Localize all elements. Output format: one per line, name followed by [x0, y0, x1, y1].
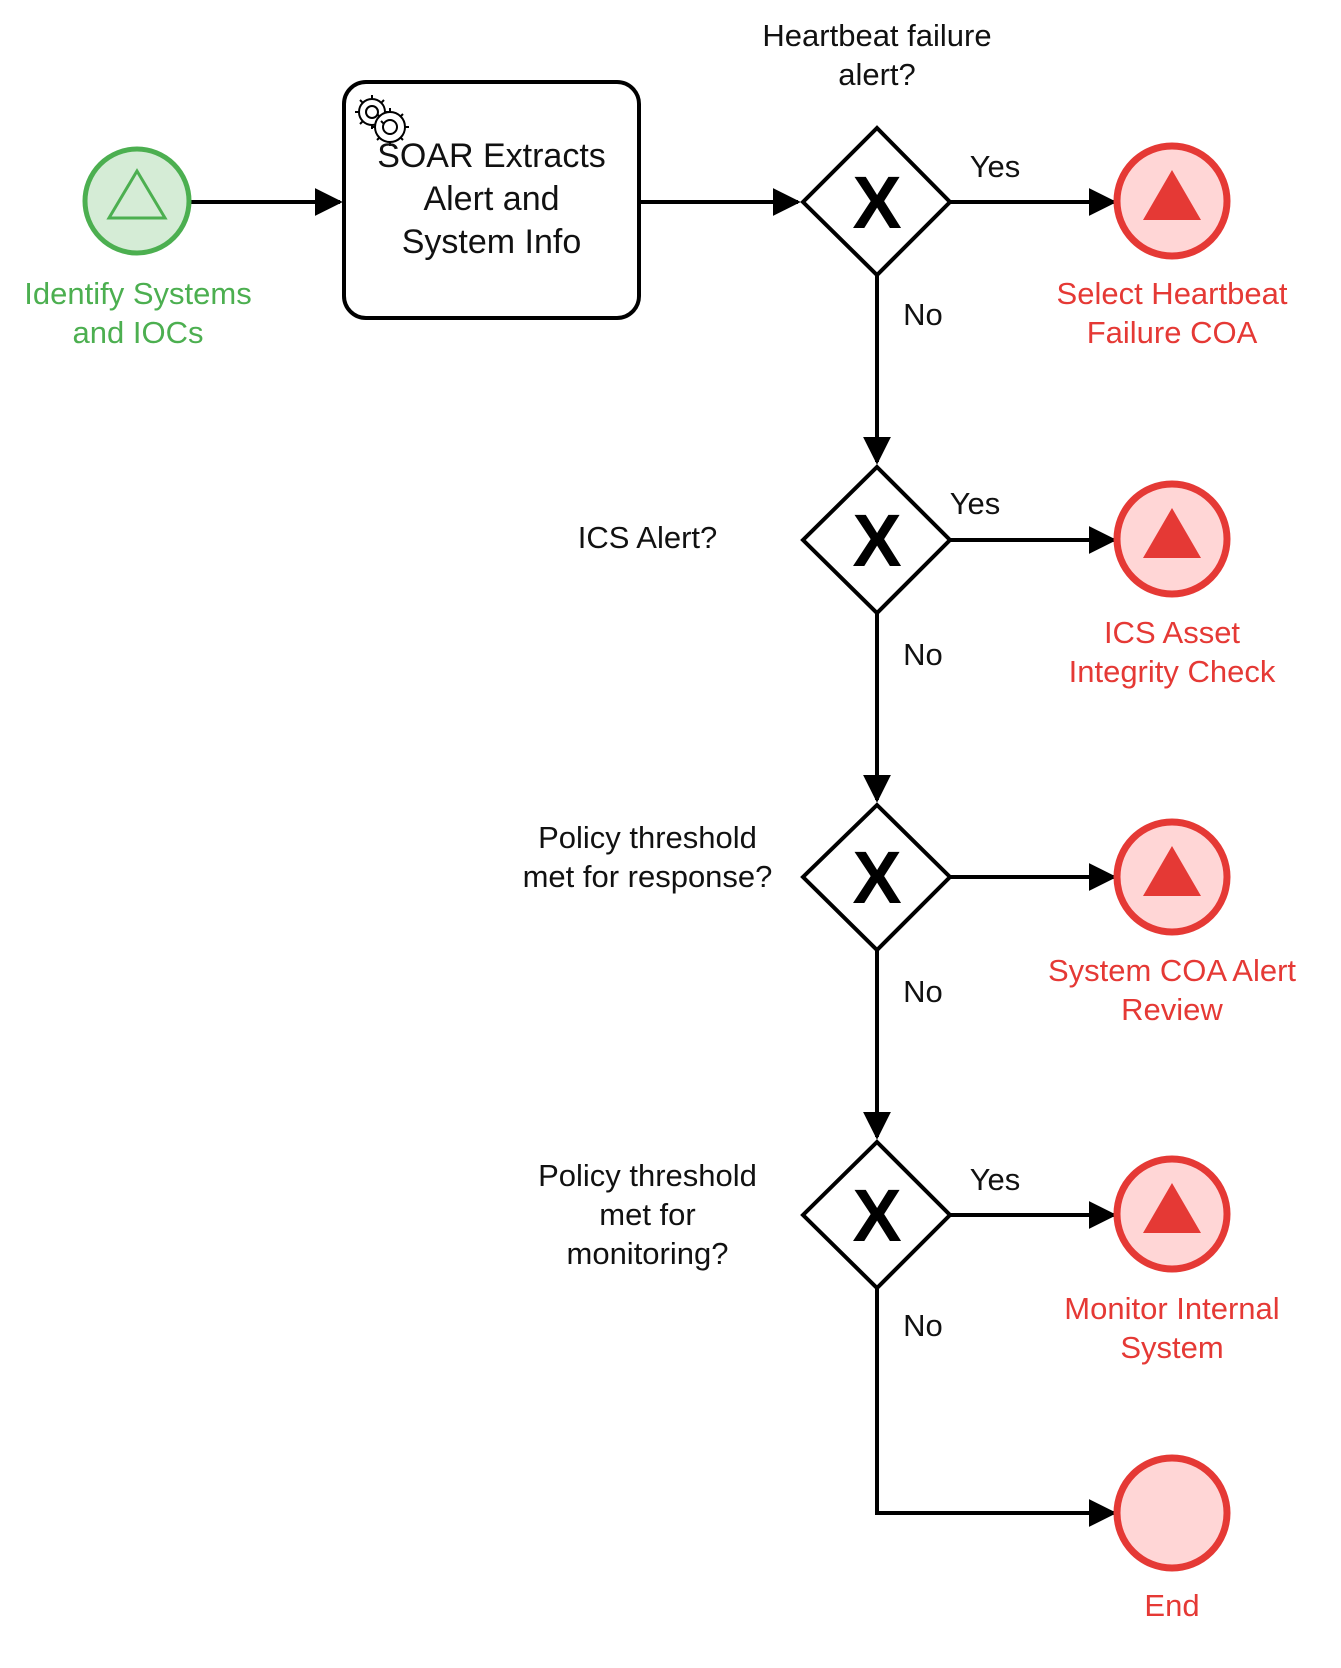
flow-label-g4-no: No: [903, 1308, 943, 1343]
gateway-policy-response-label: Policy threshold met for response?: [522, 820, 773, 894]
gateway-diamond: [800, 802, 953, 953]
triangle-filled-icon: [1143, 846, 1201, 896]
triangle-filled-icon: [1143, 508, 1201, 558]
end-event-ics-integrity-label: ICS Asset Integrity Check: [1068, 615, 1276, 689]
task-soar-extract[interactable]: [342, 80, 641, 320]
triangle-outline-icon: [106, 168, 168, 220]
end-event-end[interactable]: [1113, 1454, 1231, 1572]
start-event-circle: [82, 146, 192, 256]
start-event[interactable]: [82, 146, 192, 256]
triangle-filled-icon: [1143, 170, 1201, 220]
task-label: SOAR Extracts Alert and System Info: [377, 137, 606, 261]
end-event-system-coa-review[interactable]: [1113, 818, 1231, 936]
end-event-heartbeat-coa-label: Select Heartbeat Failure COA: [1056, 276, 1288, 350]
end-event-ics-integrity[interactable]: [1113, 480, 1231, 598]
gateway-heartbeat[interactable]: X: [800, 125, 953, 278]
end-event-circle: [1113, 1454, 1231, 1572]
flow-gateway4-no: [875, 1288, 1117, 1527]
gateway-diamond: [800, 1139, 953, 1291]
gateway-policy-monitoring[interactable]: X: [800, 1139, 953, 1291]
gateway-x-symbol: X: [852, 836, 901, 919]
gateway-diamond: [800, 125, 953, 278]
flow-label-g1-yes: Yes: [969, 149, 1021, 184]
end-event-monitor-internal-label: Monitor Internal System: [1064, 1291, 1280, 1365]
end-event-system-coa-review-label: System COA Alert Review: [1047, 953, 1297, 1027]
gateway-x-symbol: X: [852, 499, 901, 582]
task-box: [342, 80, 641, 320]
gateway-policy-response[interactable]: X: [800, 802, 953, 953]
flow-label-g3-no: No: [903, 974, 943, 1009]
gateway-policy-monitoring-label: Policy threshold met for monitoring?: [538, 1158, 757, 1271]
gateway-diamond: [800, 464, 953, 616]
gateway-x-symbol: X: [852, 161, 901, 244]
triangle-filled-icon: [1143, 1183, 1201, 1233]
gears-icon: [355, 95, 409, 146]
flow-label-g1-no: No: [903, 297, 943, 332]
end-event-monitor-internal[interactable]: [1113, 1155, 1231, 1273]
gateway-x-symbol: X: [852, 1174, 901, 1257]
gateway-heartbeat-label: Heartbeat failure alert?: [762, 18, 992, 92]
gateway-ics-alert-label: ICS Alert?: [577, 520, 718, 555]
end-event-heartbeat-coa[interactable]: [1113, 142, 1231, 260]
end-event-end-label: End: [1144, 1588, 1200, 1623]
flow-label-g2-no: No: [903, 637, 943, 672]
start-event-label: Identify Systems and IOCs: [24, 276, 252, 350]
flow-label-g2-yes: Yes: [949, 486, 1001, 521]
gateway-ics-alert[interactable]: X: [800, 464, 953, 616]
flow-label-g4-yes: Yes: [969, 1162, 1021, 1197]
